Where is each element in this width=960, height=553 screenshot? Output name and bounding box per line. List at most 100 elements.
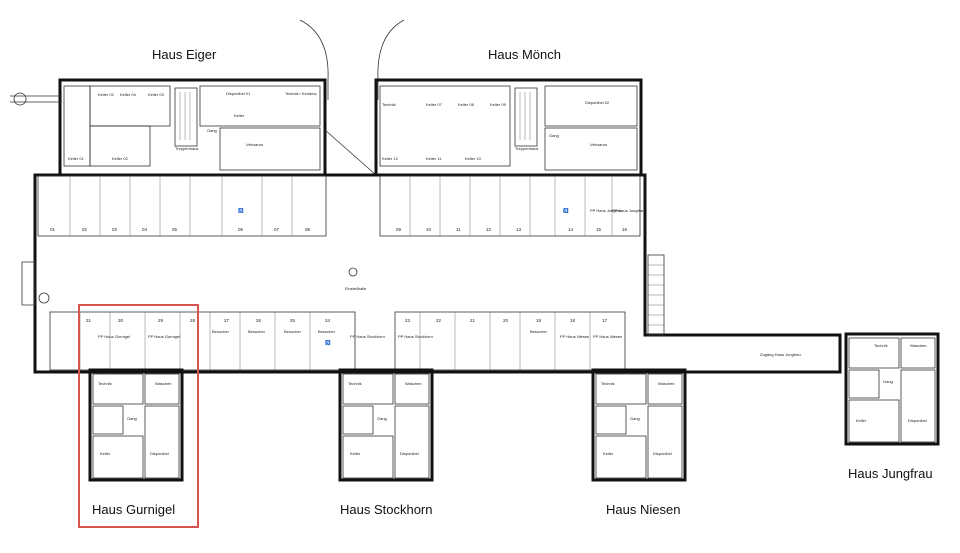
building-eiger — [10, 78, 327, 177]
parking-number: 21 — [470, 318, 476, 323]
room-label: Keller 01 — [68, 156, 85, 161]
room-label: Keller — [234, 113, 245, 118]
room-label: Veloraum — [590, 142, 608, 147]
building-jungfrau — [844, 332, 940, 446]
room-label: Keller 08 — [458, 102, 475, 107]
room-label: Waschen — [405, 381, 422, 386]
pp-label: PP Haus Stockhorn — [350, 334, 385, 339]
parking-numbers-bottom: 31 30 29 28 27 26 25 24 23 22 21 20 19 1… — [86, 318, 608, 323]
pp-label: PP Haus Gurnigel — [98, 334, 130, 339]
wheelchair-icon: ♿ — [238, 207, 244, 213]
parking-number: 15 — [596, 227, 602, 232]
highlight-gurnigel — [78, 304, 199, 528]
ramp-curve-right — [377, 19, 405, 100]
parking-number: 06 — [238, 227, 244, 232]
room-label: Disponibel — [400, 451, 419, 456]
parking-number: 18 — [570, 318, 576, 323]
room-label: Keller 10 — [465, 156, 482, 161]
parking-number: 22 — [436, 318, 442, 323]
parking-number: 24 — [325, 318, 331, 323]
wheelchair-icon: ♿ — [563, 207, 569, 213]
parking-number: 31 — [86, 318, 92, 323]
room-label: Technik — [348, 381, 362, 386]
room-label: Keller 12 — [382, 156, 399, 161]
room-label: Gang — [883, 379, 893, 384]
house-label-gurnigel: Haus Gurnigel — [92, 502, 176, 517]
pp-label: PP Haus Jungfrau — [612, 208, 644, 213]
top-stall-dividers — [69, 176, 613, 236]
parking-number: 19 — [536, 318, 542, 323]
pp-label: PP Haus Niesen — [560, 334, 589, 339]
parking-number: 11 — [456, 227, 461, 232]
parking-number: 27 — [224, 318, 230, 323]
parking-number: 14 — [568, 227, 574, 232]
parking-number: 25 — [290, 318, 296, 323]
room-label: Keller — [350, 451, 361, 456]
house-label-stockhorn: Haus Stockhorn — [340, 502, 433, 517]
parking-number: 12 — [486, 227, 492, 232]
parking-number: 17 — [602, 318, 608, 323]
room-label: Keller 03 — [148, 92, 165, 97]
room-label: Disponibel — [653, 451, 672, 456]
parking-number: 05 — [172, 227, 178, 232]
access-label: Zugang Haus Jungfrau — [760, 352, 801, 357]
room-label: Keller 02 — [112, 156, 129, 161]
room-label: Waschen — [658, 381, 675, 386]
room-label: Technik — [98, 381, 112, 386]
bottom-stall-dividers — [79, 312, 591, 370]
room-label: Veloraum — [246, 142, 264, 147]
parking-number: 03 — [112, 227, 118, 232]
building-moench — [324, 78, 643, 177]
pp-label: PP Haus Jungfrau — [590, 208, 622, 213]
room-label: Keller — [856, 418, 867, 423]
room-label: Waschen — [155, 381, 172, 386]
parking-number: 07 — [274, 227, 280, 232]
parking-number: 30 — [118, 318, 124, 323]
room-label: Gang — [127, 416, 137, 421]
parking-number: 08 — [305, 227, 311, 232]
visitor-label: Besucher — [530, 329, 548, 334]
room-label: Keller 04 — [120, 92, 137, 97]
visitor-label: Besucher — [284, 329, 302, 334]
pp-label: PP Haus Stockhorn — [398, 334, 433, 339]
room-label: Keller — [603, 451, 614, 456]
garage — [21, 173, 842, 374]
parking-number: 13 — [516, 227, 522, 232]
parking-number: 23 — [405, 318, 411, 323]
room-label: Gang — [207, 128, 217, 133]
parking-number: 29 — [158, 318, 164, 323]
parking-number: 04 — [142, 227, 148, 232]
room-label: Keller 07 — [426, 102, 443, 107]
parking-numbers-top: 01 02 03 04 05 06 07 08 09 10 11 12 13 1… — [50, 227, 628, 232]
room-label: Disponibel 02 — [585, 100, 610, 105]
house-label-niesen: Haus Niesen — [606, 502, 681, 517]
pp-label: PP Haus Niesen — [593, 334, 622, 339]
parking-number: 26 — [256, 318, 262, 323]
room-label: Treppenhaus — [515, 146, 538, 151]
parking-number: 01 — [50, 227, 56, 232]
house-label-jungfrau: Haus Jungfrau — [848, 466, 933, 481]
room-label: Keller 11 — [426, 156, 442, 161]
building-gurnigel — [88, 368, 184, 482]
room-label: Technik — [874, 343, 888, 348]
visitor-label: Besucher — [248, 329, 266, 334]
room-label: Gang — [630, 416, 640, 421]
house-label-eiger: Haus Eiger — [152, 47, 217, 62]
room-label: Gang — [549, 133, 559, 138]
room-label: Treppenhaus — [175, 146, 198, 151]
room-label: Disponibel — [150, 451, 169, 456]
parking-number: 28 — [190, 318, 196, 323]
room-label: Keller 02 — [98, 92, 115, 97]
room-label: Gang — [377, 416, 387, 421]
building-niesen — [591, 368, 687, 482]
house-label-moench: Haus Mönch — [488, 47, 561, 62]
visitor-label: Besucher — [212, 329, 230, 334]
visitor-label: Besucher — [318, 329, 336, 334]
ramp-curve-left — [299, 19, 329, 100]
room-label: Keller 09 — [490, 102, 507, 107]
room-label: Technik / Kinderw. — [285, 91, 317, 96]
garage-label: Einstellhalle — [345, 286, 367, 291]
parking-number: 09 — [396, 227, 402, 232]
pp-label: PP Haus Gurnigel — [148, 334, 180, 339]
